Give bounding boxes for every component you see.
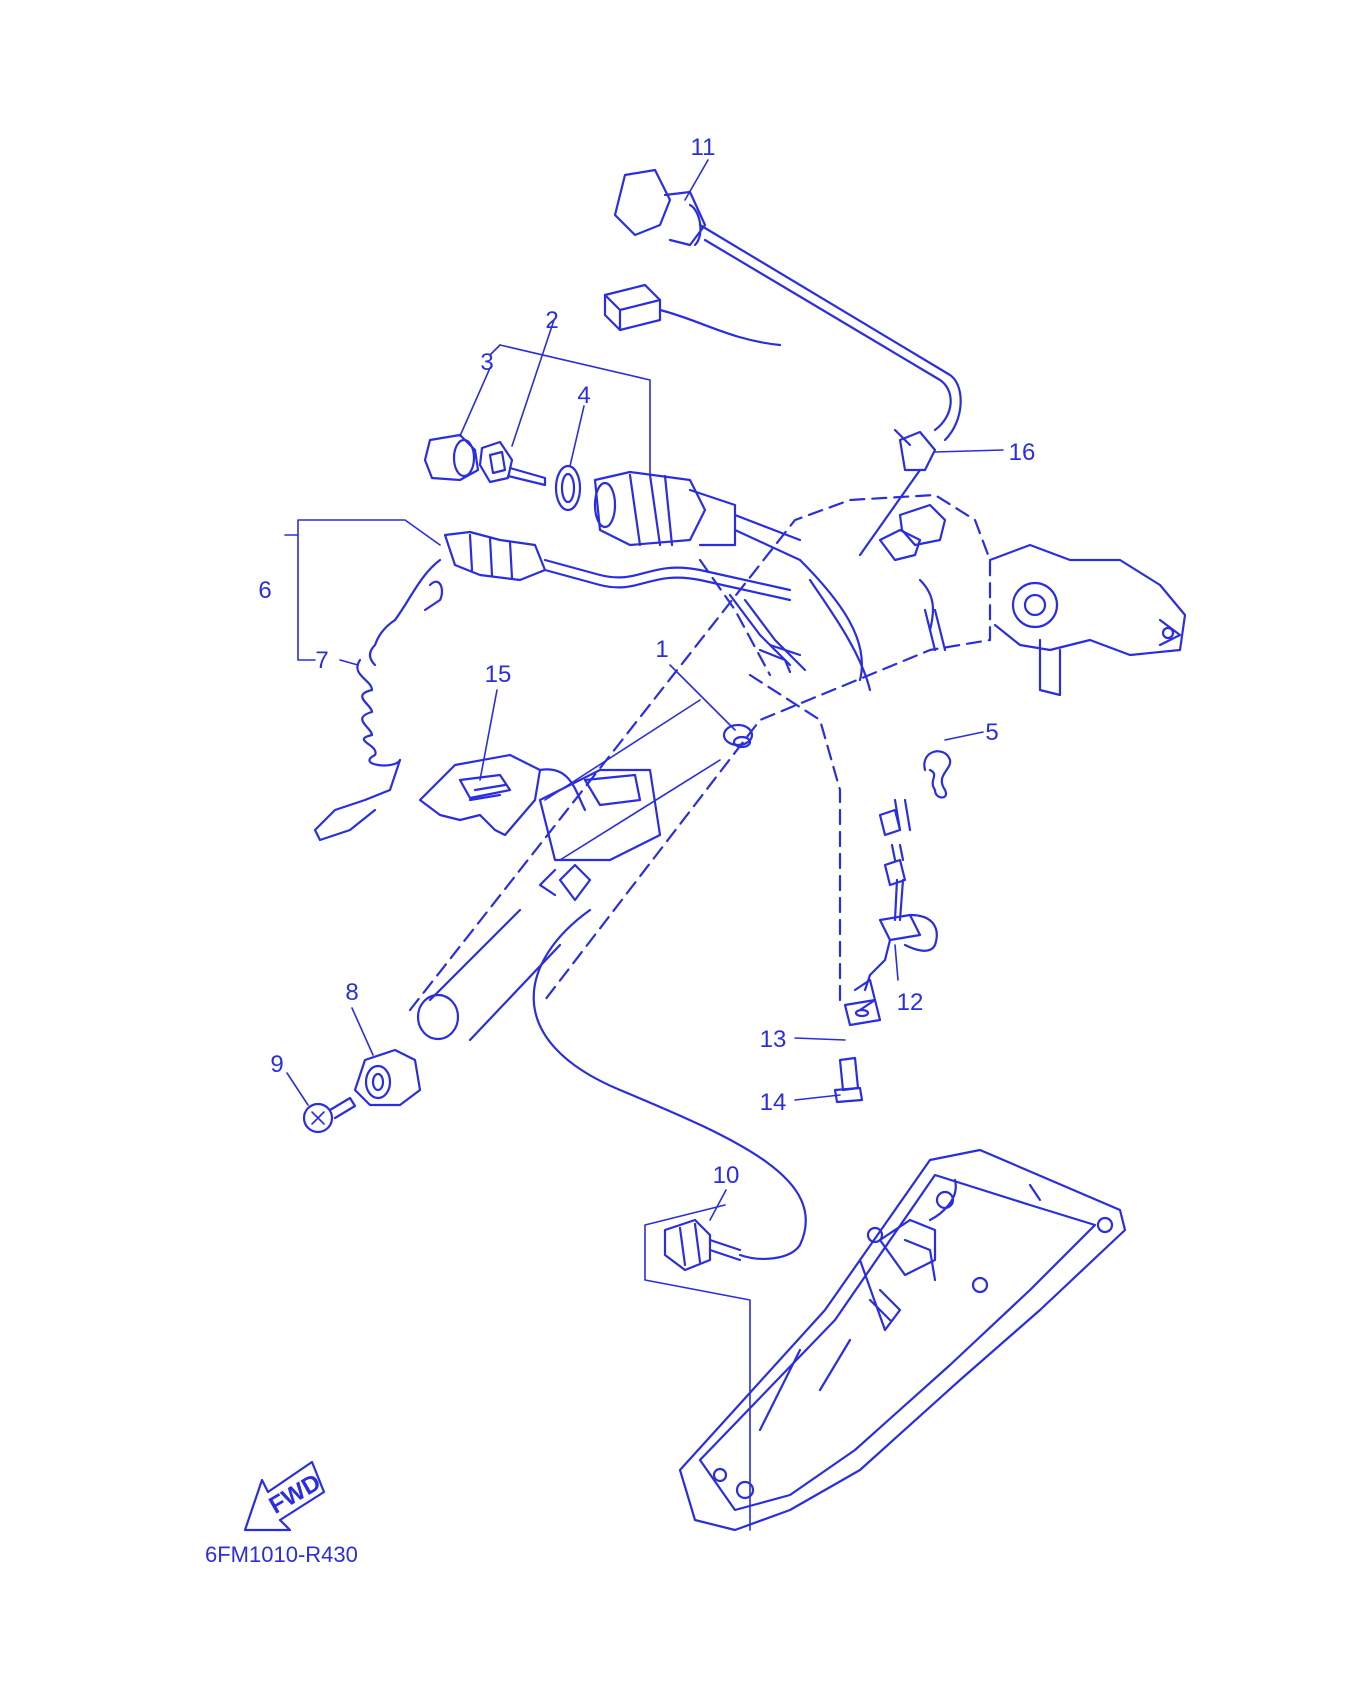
part-16-clamp (858, 428, 937, 557)
label-1: 1 (655, 636, 668, 663)
part-6-stop-switch (443, 530, 792, 602)
part-8-grip-end (353, 1048, 422, 1107)
label-8: 8 (345, 979, 358, 1006)
wire-harness-center (728, 503, 947, 692)
label-4: 4 (577, 382, 590, 409)
tiller-grip-tube (416, 768, 662, 1042)
part-3-cap (423, 433, 480, 482)
part-2-key (478, 440, 547, 487)
label-11: 11 (691, 134, 716, 161)
main-switch-body (593, 470, 802, 562)
group-bracket-2-3-4 (459, 319, 651, 476)
lower-cowling (678, 1148, 1127, 1532)
part-10-connector (644, 1204, 751, 1531)
label-10: 10 (713, 1162, 740, 1189)
fwd-arrow: FWD (243, 1460, 326, 1532)
leader-lines (284, 159, 1004, 1221)
part-11-main-harness-connector (613, 168, 962, 442)
part-1-clip (722, 723, 754, 749)
part-14-bolt (833, 1056, 864, 1104)
part-4-washer (554, 464, 582, 512)
label-5: 5 (985, 719, 998, 746)
part-9-screw (302, 1096, 357, 1134)
label-3: 3 (480, 349, 493, 376)
part-15-switch-panel (418, 753, 587, 837)
label-12: 12 (897, 989, 924, 1016)
part-5-clip (923, 750, 952, 799)
label-16: 16 (1009, 439, 1036, 466)
label-7: 7 (315, 647, 328, 674)
part-13-bracket (843, 978, 882, 1027)
label-14: 14 (760, 1089, 787, 1116)
label-13: 13 (760, 1026, 787, 1053)
part-7-lanyard (313, 558, 444, 842)
label-9: 9 (270, 1051, 283, 1078)
lower-wire (532, 863, 807, 1260)
label-2: 2 (545, 307, 558, 334)
steering-bracket (988, 543, 1187, 697)
label-15: 15 (485, 661, 512, 688)
label-6: 6 (258, 577, 271, 604)
drawing-code: 6FM1010-R430 (205, 1542, 358, 1567)
part-number-labels: 11 2 3 4 16 6 1 7 15 5 8 12 13 9 14 10 (258, 134, 1035, 1189)
part-11-small-connector (603, 283, 782, 347)
part-12-buzzer (863, 798, 938, 992)
